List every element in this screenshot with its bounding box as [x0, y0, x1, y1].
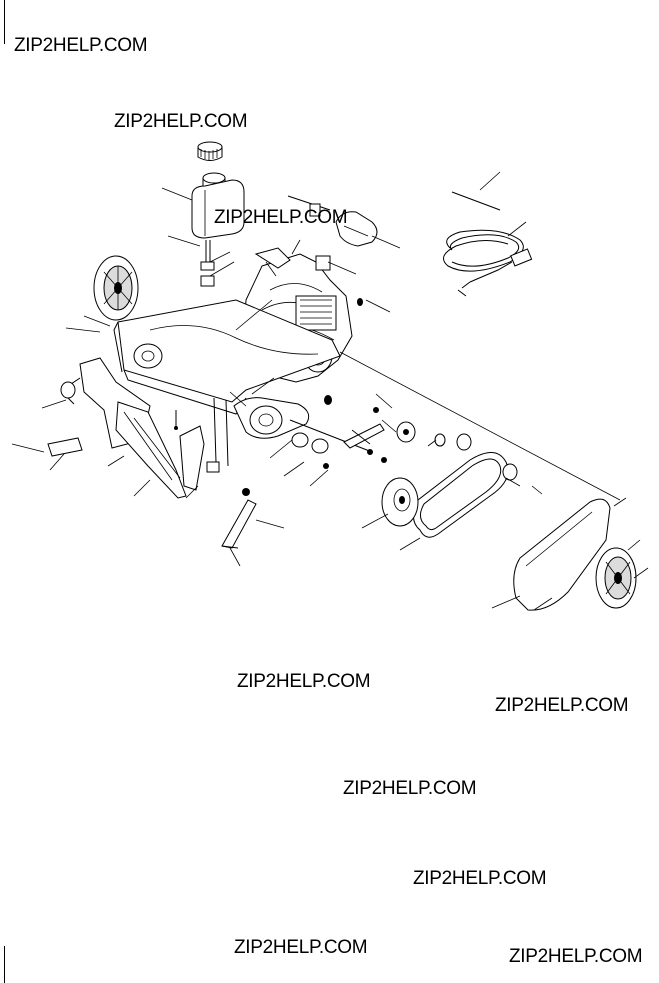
- watermark-text: ZIP2HELP.COM: [14, 35, 148, 56]
- drive-belt: [413, 452, 509, 538]
- wheel-right: [595, 547, 637, 609]
- fuel-cap: [197, 141, 223, 161]
- watermark-text: ZIP2HELP.COM: [237, 671, 371, 692]
- auger: [233, 397, 373, 454]
- watermark-text: ZIP2HELP.COM: [234, 937, 368, 958]
- leader-lines: [11, 171, 649, 611]
- watermark-text: ZIP2HELP.COM: [509, 946, 643, 967]
- fuel-tank: [191, 172, 245, 239]
- watermark-text: ZIP2HELP.COM: [495, 695, 629, 716]
- watermark-text: ZIP2HELP.COM: [413, 868, 547, 889]
- watermark-text: ZIP2HELP.COM: [114, 111, 248, 132]
- chute-deflector: [287, 195, 378, 247]
- page-edge-mark-bottom: [4, 946, 5, 983]
- shear-pin: [174, 298, 363, 469]
- wheel-left: [93, 255, 139, 321]
- watermark-text: ZIP2HELP.COM: [343, 778, 477, 799]
- page-edge-mark-top: [4, 0, 5, 44]
- fuel-line: [200, 240, 215, 287]
- electric-starter-cord: [443, 191, 533, 297]
- engine-pulley: [396, 421, 416, 443]
- scraper-bar: [115, 401, 205, 499]
- idler-arm: [343, 407, 387, 463]
- auger-pulley: [381, 477, 419, 527]
- belt-cover: [513, 498, 611, 611]
- watermark-text: ZIP2HELP.COM: [214, 207, 348, 228]
- control-handle: [221, 488, 257, 549]
- auger-housing: [113, 299, 341, 473]
